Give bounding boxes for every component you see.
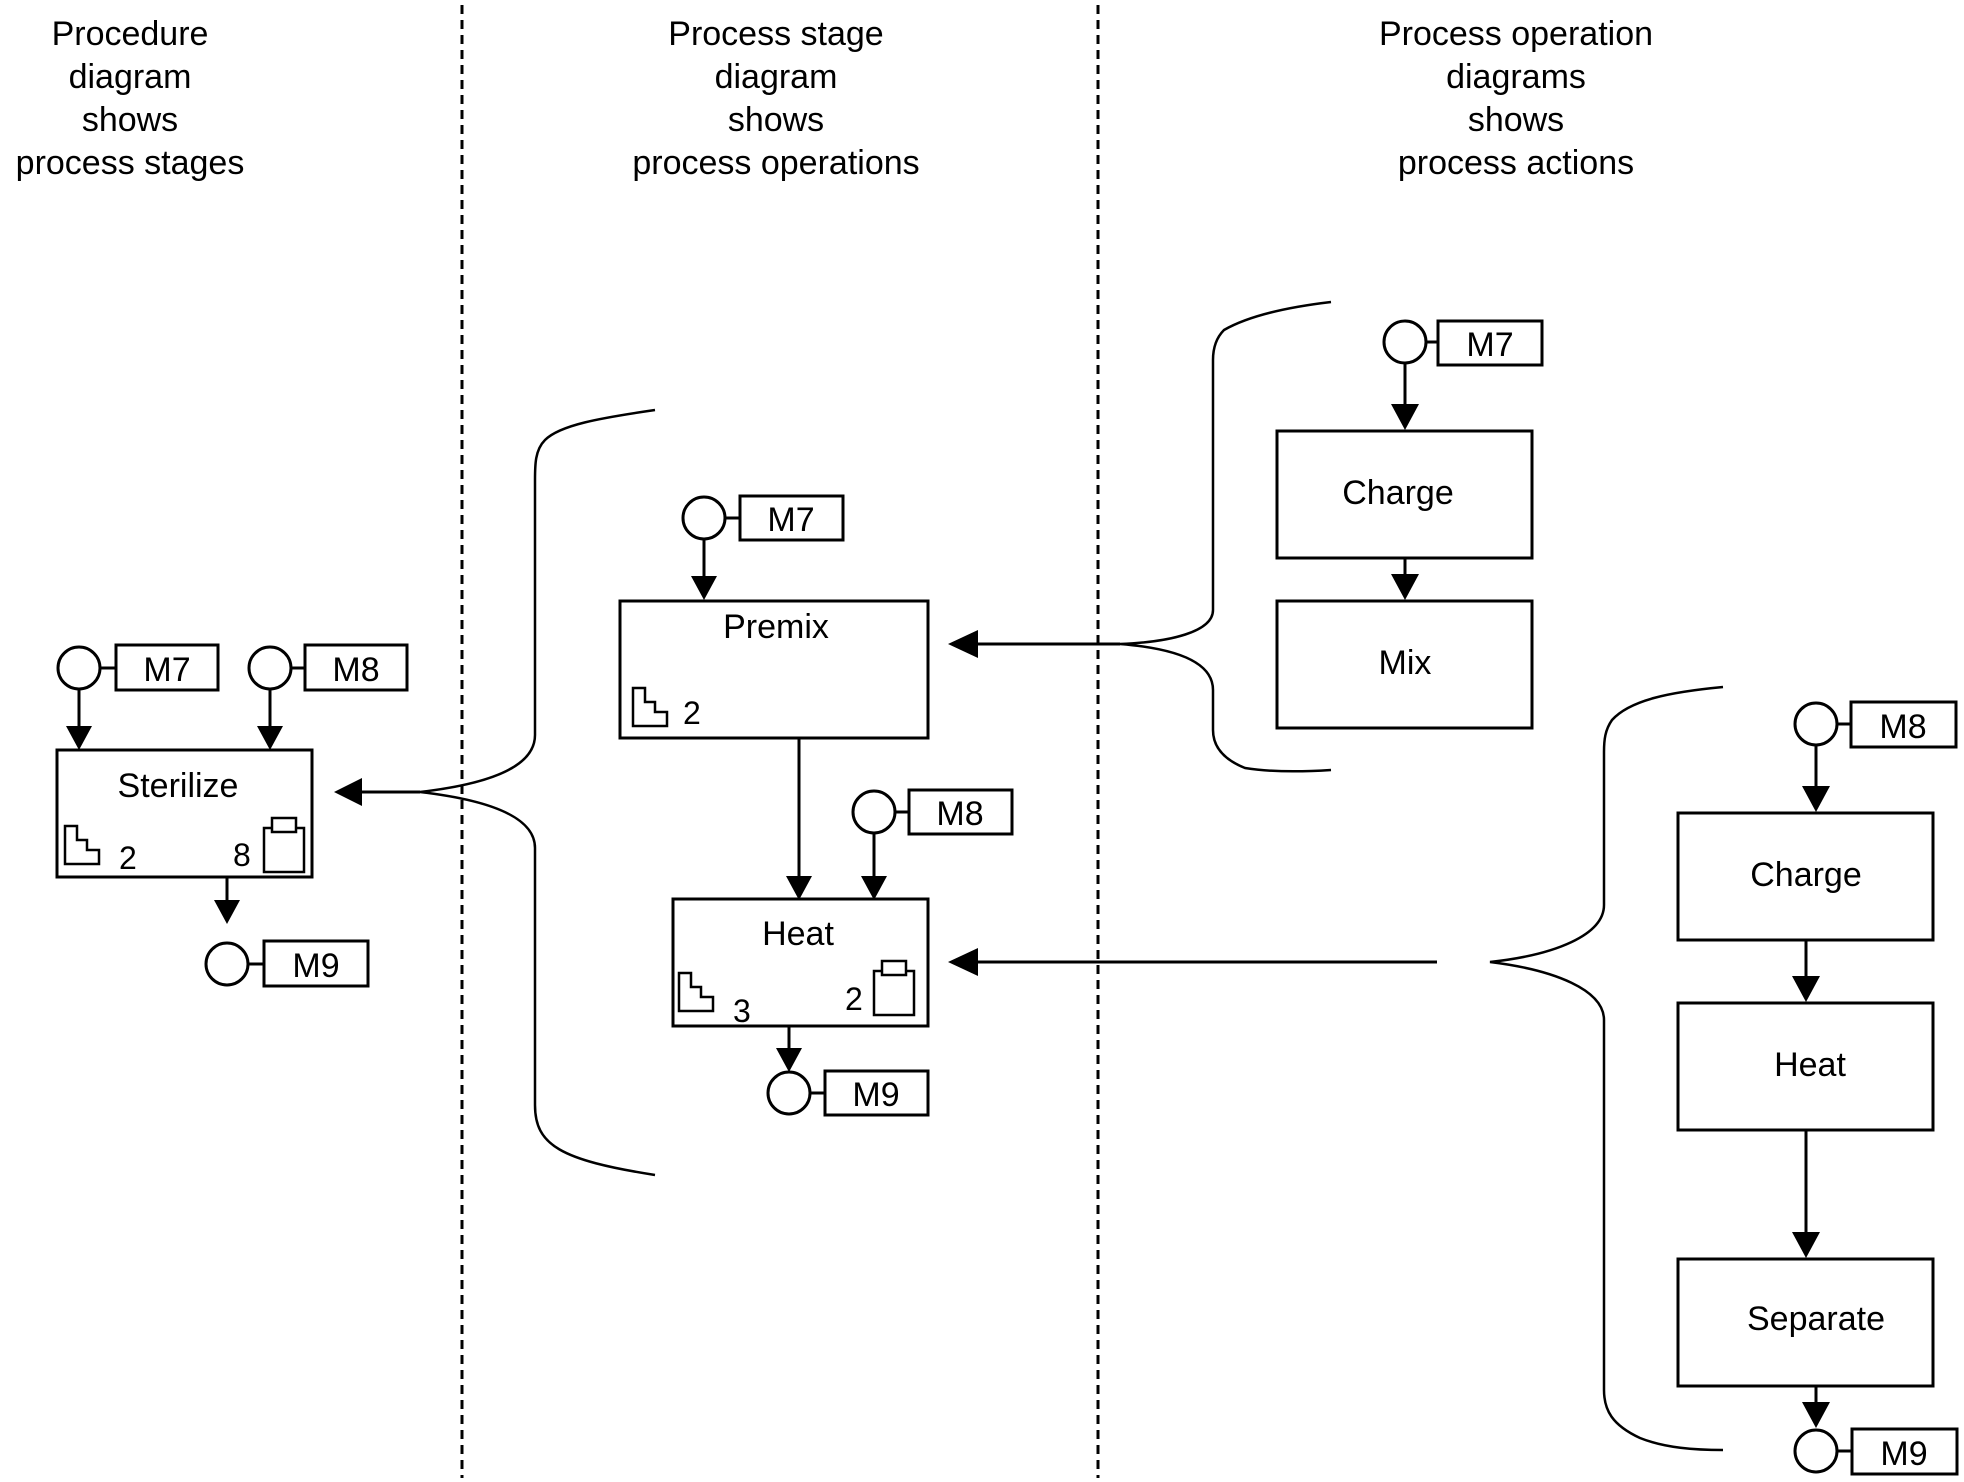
- material-input-m8[interactable]: M8: [247, 643, 409, 692]
- heading-line: Process stage: [668, 15, 883, 53]
- arrowhead: [1792, 976, 1820, 1002]
- operation-node-heat[interactable]: Heat 3 2: [671, 897, 930, 1029]
- arrowhead: [1792, 1232, 1820, 1258]
- arrowhead: [786, 876, 812, 900]
- heading-line: process stages: [16, 144, 245, 182]
- material-output-m9[interactable]: M9: [1793, 1427, 1959, 1476]
- heading-line: shows: [82, 101, 178, 139]
- scope-brace: [419, 408, 656, 1177]
- arrowhead: [861, 876, 887, 900]
- material-circle-icon: [247, 645, 293, 691]
- material-input-m7[interactable]: M7: [56, 643, 220, 692]
- operation-label: Premix: [723, 608, 829, 646]
- action-node-mix[interactable]: Mix: [1275, 599, 1534, 730]
- material-label: M9: [292, 947, 339, 985]
- stage-node-sterilize[interactable]: Sterilize 2 8: [55, 748, 314, 879]
- arrowhead: [1391, 574, 1419, 600]
- scope-brace: [1489, 685, 1724, 1452]
- heading-line: shows: [1468, 101, 1564, 139]
- material-circle-icon: [1382, 319, 1428, 365]
- action-label: Separate: [1747, 1300, 1885, 1338]
- heading-line: diagram: [69, 58, 192, 96]
- arrowhead: [214, 900, 240, 924]
- arrowhead: [1802, 1402, 1830, 1428]
- heading-procedure: Procedure diagram shows process stages: [16, 15, 245, 182]
- arrowhead: [1391, 404, 1419, 430]
- units-count: 8: [233, 837, 251, 873]
- heading-operation: Process operation diagrams shows process…: [1379, 15, 1653, 182]
- material-input-m7[interactable]: M7: [1382, 319, 1544, 367]
- action-label: Heat: [1774, 1046, 1846, 1084]
- heading-line: diagram: [715, 58, 838, 96]
- heading-line: Process operation: [1379, 15, 1653, 53]
- arrowhead: [1802, 786, 1830, 812]
- material-circle-icon: [851, 789, 897, 835]
- material-input-m8[interactable]: M8: [851, 788, 1014, 836]
- operation-node-premix[interactable]: Premix 2: [618, 599, 930, 740]
- heading-line: process operations: [632, 144, 919, 182]
- material-circle-icon: [1793, 701, 1839, 747]
- action-node-heat[interactable]: Heat: [1676, 1001, 1935, 1132]
- material-label: M8: [936, 795, 983, 833]
- arrowhead: [691, 576, 717, 600]
- material-label: M9: [852, 1076, 899, 1114]
- action-node-charge[interactable]: Charge: [1275, 429, 1534, 560]
- heading-stage: Process stage diagram shows process oper…: [632, 15, 919, 182]
- expand-arrow: [334, 778, 362, 806]
- expand-arrow: [948, 630, 978, 658]
- expand-arrow: [948, 948, 978, 976]
- material-input-m7[interactable]: M7: [681, 494, 845, 542]
- steps-count: 2: [683, 695, 701, 731]
- material-label: M8: [1879, 708, 1926, 746]
- material-label: M7: [143, 651, 190, 689]
- scope-brace: [1119, 300, 1332, 773]
- material-output-m9[interactable]: M9: [766, 1069, 930, 1117]
- arrowhead: [66, 726, 92, 750]
- material-circle-icon: [1793, 1428, 1839, 1474]
- arrowhead: [776, 1048, 802, 1072]
- material-label: M8: [332, 651, 379, 689]
- material-circle-icon: [56, 645, 102, 691]
- material-label: M9: [1880, 1435, 1927, 1473]
- steps-count: 3: [733, 993, 751, 1029]
- material-label: M7: [1466, 326, 1513, 364]
- operation-label: Heat: [762, 915, 834, 953]
- material-label: M7: [767, 501, 814, 539]
- material-circle-icon: [766, 1070, 812, 1116]
- material-input-m8[interactable]: M8: [1793, 700, 1958, 749]
- material-circle-icon: [204, 941, 250, 987]
- steps-count: 2: [119, 840, 137, 876]
- action-label: Mix: [1379, 644, 1432, 682]
- material-output-m9[interactable]: M9: [204, 939, 370, 988]
- arrowhead: [257, 726, 283, 750]
- action-node-charge[interactable]: Charge: [1676, 811, 1935, 942]
- heading-line: shows: [728, 101, 824, 139]
- material-circle-icon: [681, 495, 727, 541]
- stage-label: Sterilize: [118, 767, 239, 805]
- action-node-separate[interactable]: Separate: [1676, 1257, 1935, 1388]
- heading-line: Procedure: [52, 15, 209, 53]
- action-label: Charge: [1342, 474, 1454, 512]
- units-count: 2: [845, 981, 863, 1017]
- action-label: Charge: [1750, 856, 1862, 894]
- heading-line: diagrams: [1446, 58, 1586, 96]
- heading-line: process actions: [1398, 144, 1634, 182]
